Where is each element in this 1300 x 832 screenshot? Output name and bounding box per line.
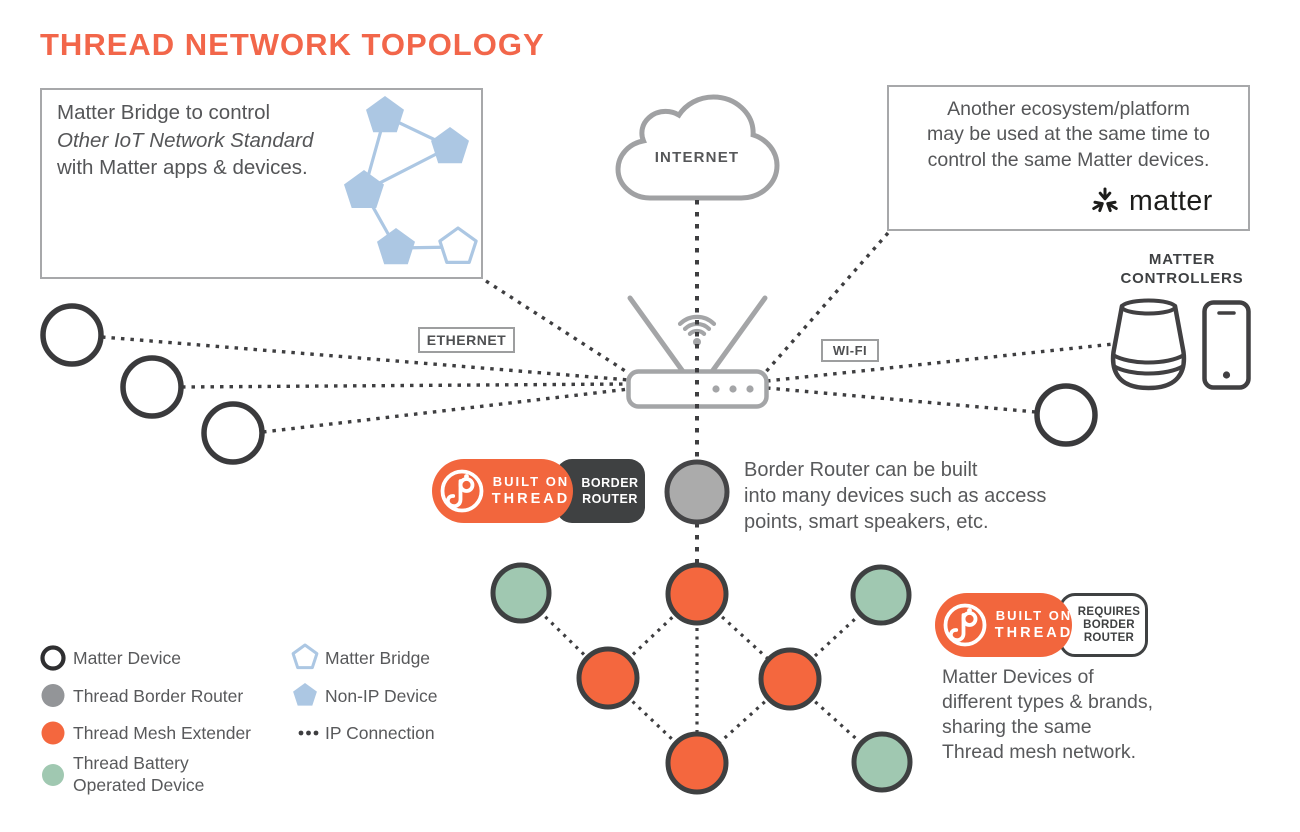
battery-device-circle xyxy=(490,562,552,624)
matter-logo-icon xyxy=(1092,187,1118,213)
border-router-note-line2: into many devices such as access xyxy=(744,485,1047,507)
thread-logo-icon xyxy=(943,603,987,647)
ecosystem-note-line3: control the same Matter devices. xyxy=(927,148,1210,171)
smartphone-icon xyxy=(1202,300,1251,390)
matter-logo-text: matter xyxy=(1129,185,1213,217)
battery-device-circle xyxy=(851,731,913,793)
wifi-router-icon xyxy=(626,295,769,409)
built-on-thread-pill xyxy=(432,459,573,523)
mesh-note: Matter Devices of different types & bran… xyxy=(942,665,1153,765)
non-ip-device-pentagon xyxy=(366,96,404,133)
legend-label-ip-connection: IP Connection xyxy=(325,723,435,743)
legend-label-matter-device: Matter Device xyxy=(73,648,181,668)
bridge-box-connector-dotted xyxy=(485,279,631,376)
legend-label-thread-battery-device: Thread Battery Operated Device xyxy=(73,753,204,796)
built-on-label: BUILT ON xyxy=(492,474,570,489)
border-router-tag-line1: BORDER xyxy=(581,476,639,490)
matter-controllers-label: MATTER CONTROLLERS xyxy=(1113,251,1251,288)
bridge-note-line3: with Matter apps & devices. xyxy=(57,156,308,179)
matter-bridge-note: Matter Bridge to control Other IoT Netwo… xyxy=(57,99,313,182)
matter-controllers-line1: MATTER xyxy=(1148,251,1216,268)
legend-label-non-ip-device: Non-IP Device xyxy=(325,686,438,706)
requires-border-router-tag xyxy=(1059,593,1148,657)
legend-label-matter-bridge: Matter Bridge xyxy=(325,648,431,668)
internet-label: INTERNET xyxy=(654,149,740,166)
thread-label: THREAD xyxy=(994,625,1074,641)
requires-tag-line2: BORDER xyxy=(1083,619,1135,632)
border-router-tag-text: BORDER ROUTER xyxy=(578,476,642,507)
matter-controllers-line2: CONTROLLERS xyxy=(1120,269,1244,287)
built-on-thread-pill xyxy=(935,593,1072,657)
bridge-note-line1: Matter Bridge to control xyxy=(57,101,271,124)
legend-border-router-icon xyxy=(41,684,65,707)
page-title: THREAD NETWORK TOPOLOGY xyxy=(40,27,545,62)
built-on-thread-border-router-badge: BORDER ROUTER BUILT ON THREAD xyxy=(432,459,645,523)
requires-tag-line1: REQUIRES xyxy=(1077,606,1141,618)
mesh-note-line3: sharing the same xyxy=(942,716,1092,738)
pentagon-network-lines xyxy=(362,114,459,250)
border-router-note-line3: points, smart speakers, etc. xyxy=(744,511,989,533)
mesh-note-line1: Matter Devices of xyxy=(942,666,1094,688)
built-on-label: BUILT ON xyxy=(995,608,1073,623)
matter-device-circle xyxy=(40,303,104,367)
border-router-tag-line2: ROUTER xyxy=(582,491,638,506)
thread-logo-icon xyxy=(440,469,484,513)
ecosystem-box xyxy=(887,85,1250,231)
legend-non-ip-device-icon xyxy=(293,683,317,706)
non-ip-device-pentagon xyxy=(344,170,384,208)
battery-device-circle xyxy=(850,564,912,626)
legend-matter-bridge-icon xyxy=(291,643,319,670)
matter-bridge-box xyxy=(40,88,483,279)
mesh-note-line2: different types & brands, xyxy=(942,691,1154,713)
internet-cloud-icon xyxy=(618,97,777,198)
mesh-extender-circle xyxy=(576,646,640,710)
built-on-thread-text: BUILT ON THREAD xyxy=(991,608,1077,641)
non-ip-device-pentagon xyxy=(431,127,469,164)
built-on-thread-requires-badge: REQUIRES BORDER ROUTER BUILT ON THREAD xyxy=(935,593,1148,657)
ethernet-connections-dotted xyxy=(101,335,630,434)
requires-tag-line3: ROUTER xyxy=(1083,632,1135,645)
mesh-extender-circle xyxy=(758,647,822,711)
ecosystem-note: Another ecosystem/platform may be used a… xyxy=(887,97,1250,173)
legend-battery-device-icon xyxy=(42,764,64,786)
matter-device-circle xyxy=(120,355,184,419)
wifi-label: WI-FI xyxy=(821,339,879,362)
mesh-extender-circle xyxy=(665,562,729,626)
border-router-note: Border Router can be built into many dev… xyxy=(744,457,1046,535)
legend-label-thread-mesh-extender: Thread Mesh Extender xyxy=(73,723,252,743)
mesh-connections-dotted xyxy=(519,591,884,765)
legend-matter-device-icon xyxy=(40,645,66,671)
smart-speaker-icon xyxy=(1110,298,1187,391)
ethernet-label: ETHERNET xyxy=(418,327,515,353)
matter-device-circle xyxy=(1034,383,1098,447)
ecosystem-note-line1: Another ecosystem/platform xyxy=(947,98,1190,120)
border-router-note-line1: Border Router can be built xyxy=(744,459,978,481)
ecosystem-box-connector-dotted xyxy=(762,231,890,376)
built-on-thread-text: BUILT ON THREAD xyxy=(488,474,574,507)
legend-mesh-extender-icon xyxy=(41,721,65,745)
legend-battery-line1: Thread Battery xyxy=(73,753,189,773)
legend-ip-connection-icon xyxy=(298,730,319,736)
legend-battery-line2: Operated Device xyxy=(73,774,205,795)
matter-device-circle xyxy=(201,401,265,465)
mesh-extender-circle xyxy=(665,731,729,795)
non-ip-device-pentagon xyxy=(377,228,415,265)
thread-label: THREAD xyxy=(491,491,571,507)
legend-label-thread-border-router: Thread Border Router xyxy=(73,686,244,706)
mesh-note-line4: Thread mesh network. xyxy=(942,741,1137,763)
ecosystem-note-line2: may be used at the same time to xyxy=(927,123,1210,146)
bridge-note-line2: Other IoT Network Standard xyxy=(57,128,314,152)
thread-border-router-circle xyxy=(664,459,730,525)
requires-border-router-tag-text: REQUIRES BORDER ROUTER xyxy=(1075,606,1143,646)
wifi-connections-dotted xyxy=(766,342,1114,414)
matter-bridge-pentagon xyxy=(438,226,478,264)
